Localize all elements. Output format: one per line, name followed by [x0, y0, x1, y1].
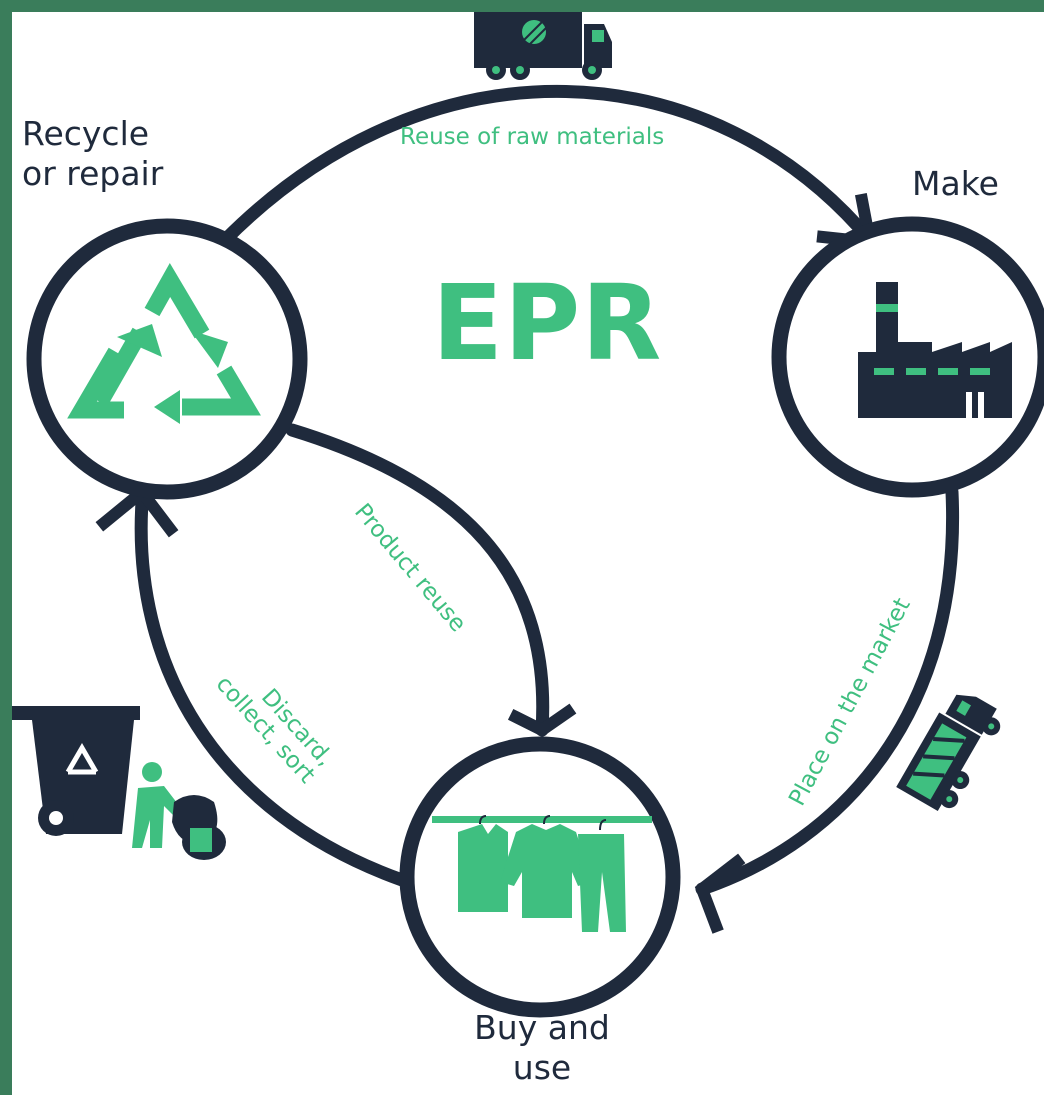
- reuse-raw-materials-label: Reuse of raw materials: [400, 124, 665, 150]
- arc-discard-collect: [134, 495, 409, 887]
- arrowhead-buy-top: [507, 703, 577, 737]
- arrowhead-buy-right: [694, 853, 746, 934]
- flow-arrows: [134, 84, 960, 896]
- arc-place-on-market: [695, 485, 960, 896]
- delivery-truck-icon: [474, 12, 612, 80]
- recycle-icon-heads: [117, 324, 228, 424]
- make-stage-label: Make: [912, 164, 999, 203]
- recycle-circle: [26, 218, 308, 500]
- recycle-label-line2: or repair: [22, 153, 164, 193]
- recycle-stage-label: Recycle or repair: [22, 114, 163, 193]
- recycle-label-line1: Recycle: [22, 114, 150, 153]
- arc-product-reuse: [285, 423, 550, 737]
- garbage-truck-icon: [896, 694, 1001, 811]
- buy-label-line1: Buy and: [474, 1008, 610, 1047]
- worker-with-bag-icon: [132, 762, 226, 860]
- clothes-rack-icon: [432, 815, 652, 932]
- factory-icon: [858, 282, 1012, 418]
- epr-title: EPR: [432, 262, 663, 384]
- arc-reuse-raw-materials: [218, 84, 877, 247]
- epr-diagram: Recycle or repair Make Buy and use EPR R…: [12, 12, 1044, 1095]
- buy-stage-label: Buy and use: [462, 1008, 622, 1087]
- buy-label-line2: use: [512, 1047, 572, 1087]
- recycle-bin-icon: [12, 706, 140, 836]
- diagram-graphics: [12, 12, 1044, 1018]
